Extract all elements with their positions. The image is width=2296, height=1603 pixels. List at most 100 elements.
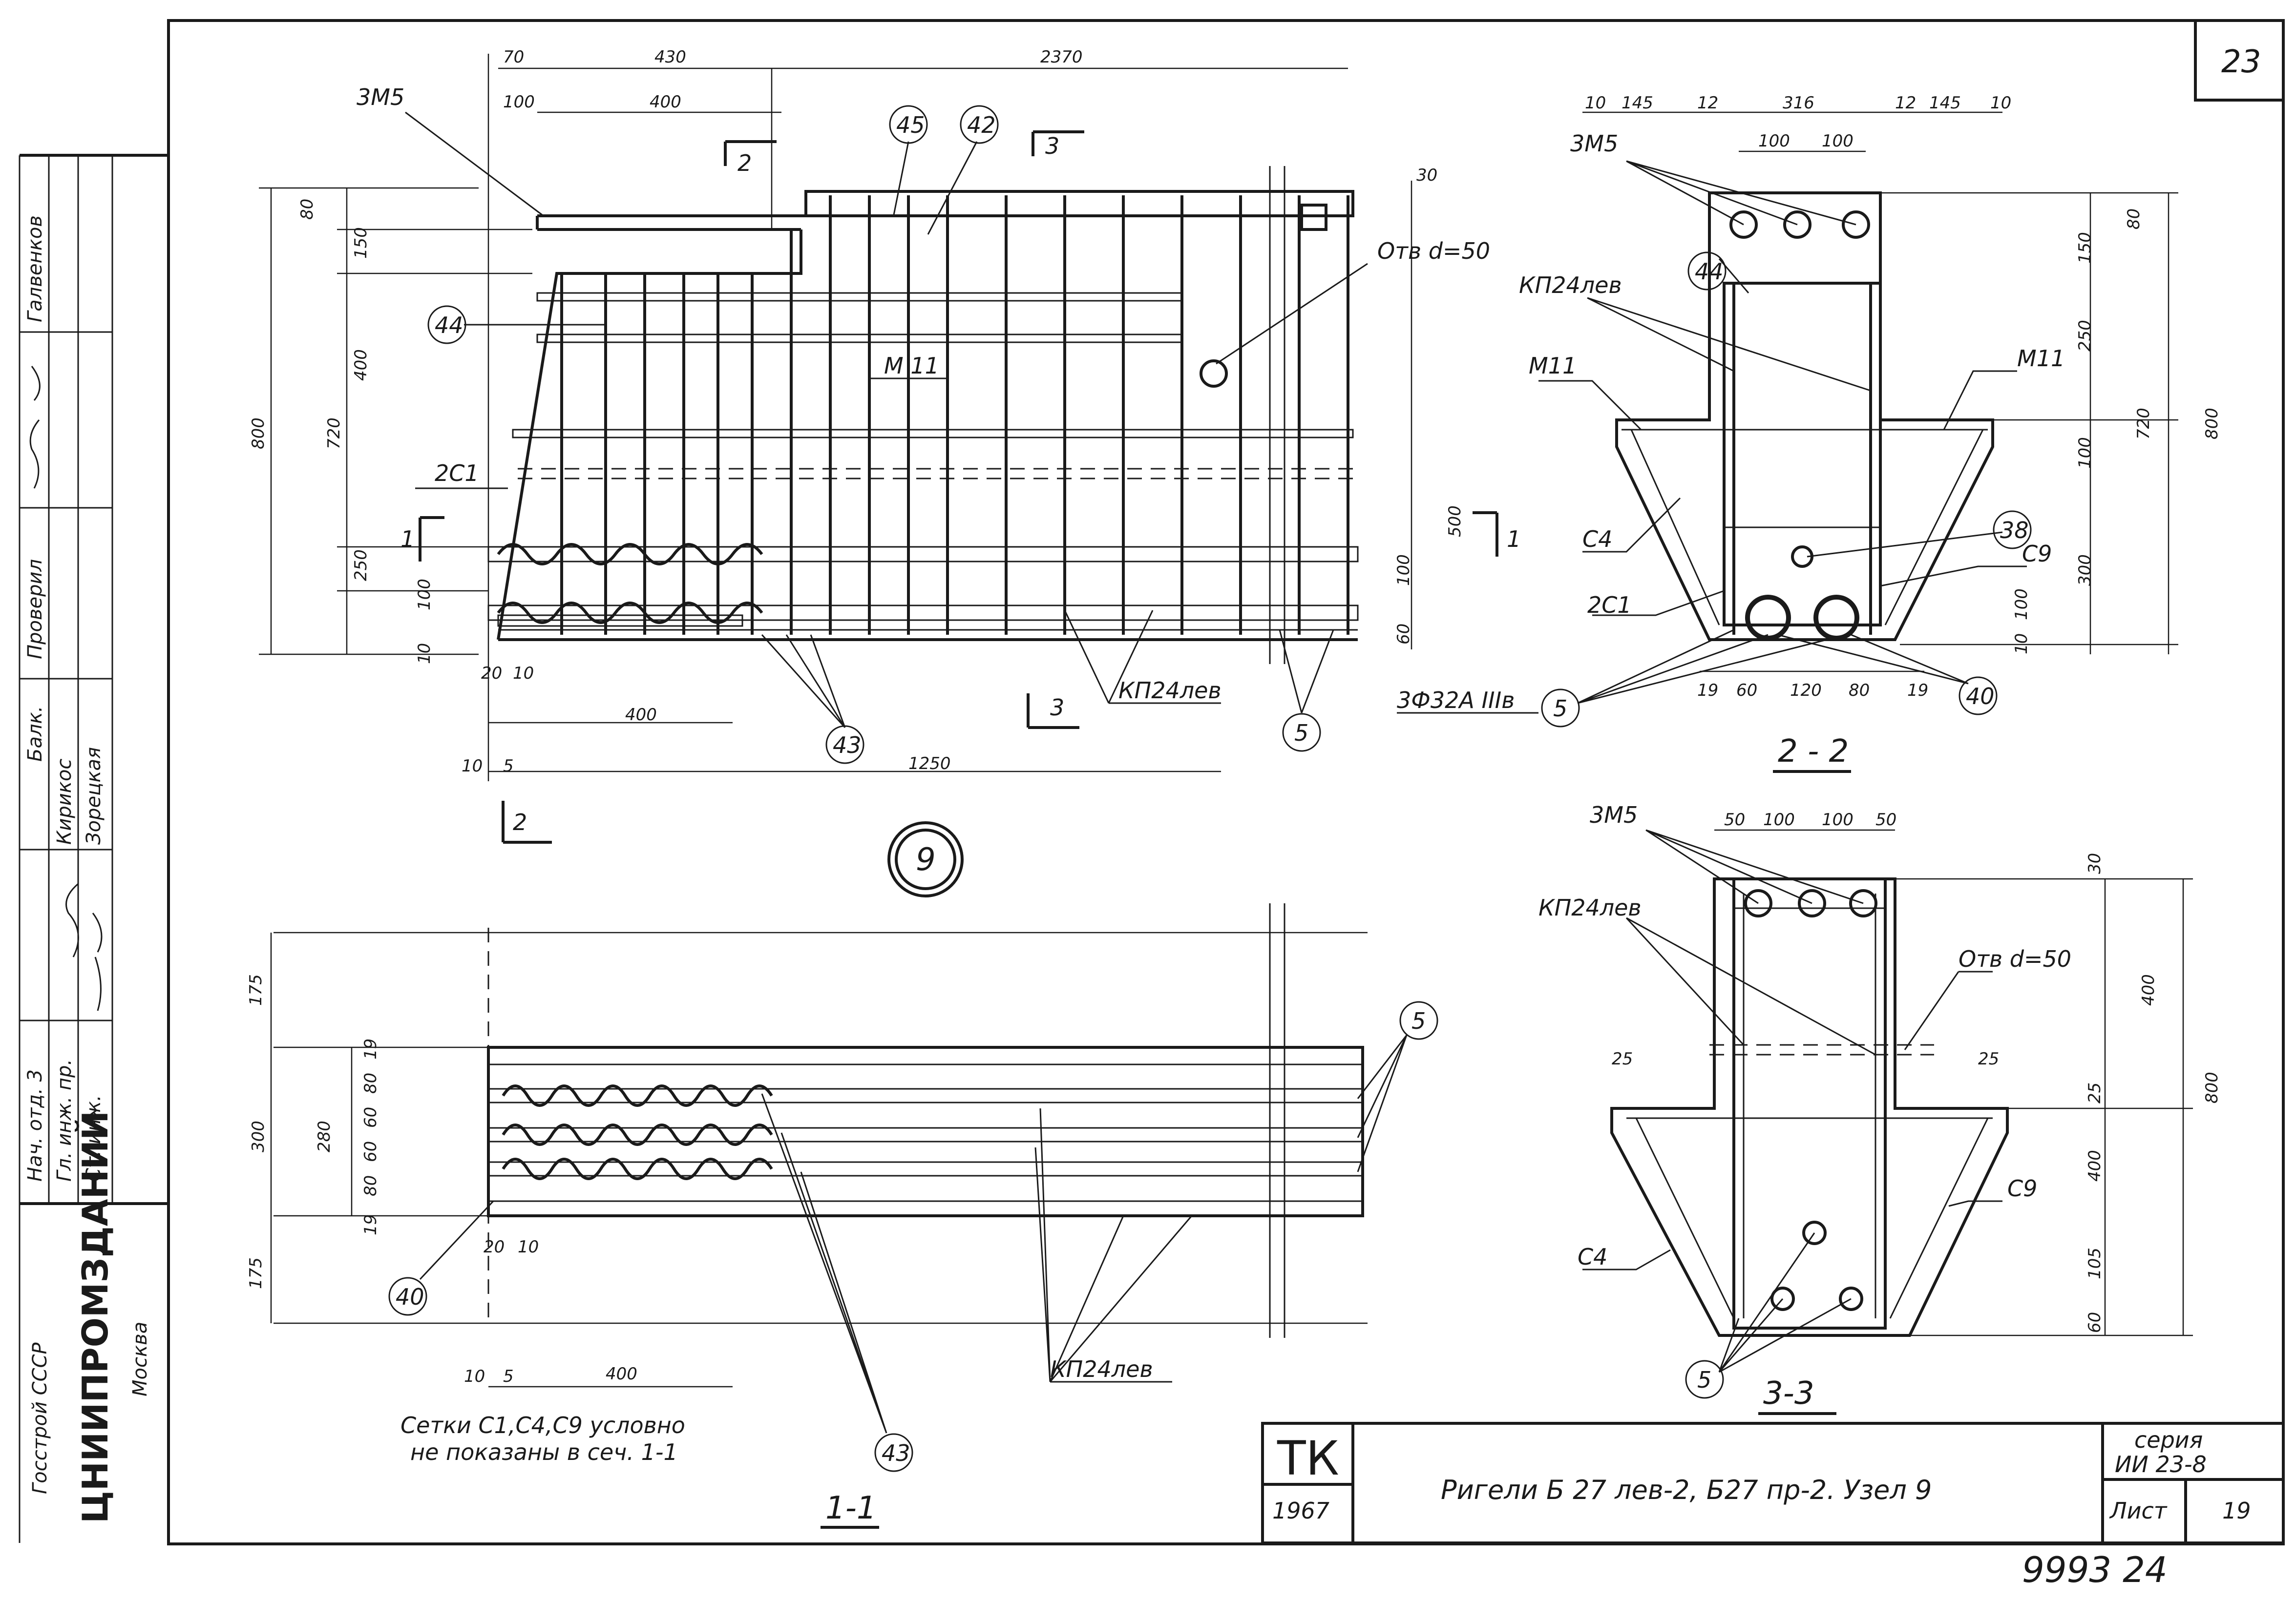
d22-250: 250 [2075, 320, 2095, 352]
d33-30: 30 [2085, 853, 2105, 874]
c22-40-label: 40 [1966, 683, 1995, 709]
left-stamp: Балк. Проверил Нач. отд. 3 Гл. инж. пр. … [19, 154, 169, 1543]
callout-45-label: 45 [896, 112, 925, 138]
d33-50a: 50 [1724, 810, 1745, 830]
callout-45 [889, 105, 928, 144]
name-galvenkov: Галвенков [24, 215, 46, 322]
note-line1: Сетки С1,С4,С9 условно [400, 1412, 685, 1438]
sheet-label: Лист [2109, 1498, 2168, 1524]
d11-80a: 80 [361, 1073, 380, 1094]
d11-10a: 10 [518, 1237, 539, 1257]
c11-43-label: 43 [882, 1440, 910, 1466]
d22-720: 720 [2134, 408, 2153, 439]
d22-100b: 100 [1822, 131, 1854, 151]
name-zoretskaya: Зорецкая [83, 747, 105, 845]
role-senior-eng: Ст. инж. [83, 1095, 105, 1182]
d22-120: 120 [1790, 681, 1822, 700]
c33-5-label: 5 [1697, 1367, 1711, 1393]
c11-5-label: 5 [1411, 1008, 1426, 1034]
spiral-lower [497, 602, 763, 624]
dim-10-b2: 10 [462, 756, 483, 776]
vertical-stirrups [560, 195, 1349, 635]
dim-10-left: 10 [415, 643, 434, 664]
c22-5-label: 5 [1553, 695, 1567, 722]
bar-32-a [1745, 595, 1791, 641]
archive-number: 9993 24 [2022, 1549, 2168, 1590]
dim-250: 250 [351, 549, 371, 581]
series-value: ИИ 23-8 [2115, 1451, 2207, 1478]
section-2-2: 10 145 12 316 12 145 10 100 100 80 150 2… [1397, 93, 2222, 728]
signature [29, 366, 41, 489]
title-1-1: 1-1 [825, 1490, 877, 1526]
d22-145b: 145 [1929, 93, 1961, 113]
dim-1250: 1250 [908, 754, 951, 773]
dim-400-bot: 400 [625, 705, 657, 725]
l33-c9: С9 [2007, 1175, 2037, 1202]
l11-kp24: КП24лев [1050, 1356, 1153, 1382]
d22-100a: 100 [1758, 131, 1790, 151]
label-2c1: 2С1 [435, 460, 479, 486]
d11-60a: 60 [361, 1107, 380, 1128]
l22-c4: С4 [1582, 526, 1612, 552]
title-2-2: 2 - 2 [1778, 733, 1849, 770]
d22-19b: 19 [1907, 681, 1928, 700]
cut-2-top-label: 2 [737, 150, 752, 176]
label-3m5: 3М5 [357, 84, 404, 110]
view-9-outer [887, 821, 964, 897]
d22-150: 150 [2075, 232, 2095, 264]
d22-300: 300 [2075, 554, 2095, 586]
section-3-3: 50 100 100 50 30 400 25 400 105 60 800 2… [1538, 802, 2222, 1399]
c11-40 [388, 1277, 427, 1316]
d33-25-right: 25 [1978, 1049, 1999, 1069]
dim-70: 70 [503, 47, 524, 67]
cut-3-top [1032, 130, 1084, 156]
d22-60: 60 [1736, 681, 1757, 700]
embedded-plate [497, 614, 743, 627]
dim-500: 500 [1445, 505, 1465, 537]
d22-100: 100 [2075, 437, 2095, 469]
d33-25: 25 [2085, 1083, 2105, 1103]
l22-kp24: КП24лев [1519, 272, 1622, 298]
signature [94, 957, 102, 1011]
d22-12b: 12 [1895, 93, 1916, 113]
spiral-upper [497, 543, 763, 565]
d11-300: 300 [249, 1121, 268, 1152]
callout-43-label: 43 [833, 732, 862, 758]
tk-year: 1967 [1272, 1498, 1329, 1524]
d22-145a: 145 [1622, 93, 1653, 113]
callout-43 [825, 725, 864, 764]
d33-105: 105 [2085, 1248, 2105, 1279]
dim-100: 100 [503, 92, 535, 112]
cut-1-left-label: 1 [400, 526, 415, 552]
role-chief-eng: Гл. инж. пр. [53, 1059, 76, 1182]
dim-20: 20 [481, 664, 502, 683]
d11-20: 20 [484, 1237, 505, 1257]
hole-d50 [1200, 359, 1228, 388]
l33-3m5: 3М5 [1590, 802, 1638, 828]
d33-60: 60 [2085, 1312, 2105, 1333]
d11-175a: 175 [246, 974, 266, 1006]
d22-80: 80 [2124, 208, 2144, 229]
cut-3-bot [1027, 693, 1079, 729]
title-3-3: 3-3 [1763, 1375, 1814, 1412]
cut-3-top-label: 3 [1045, 133, 1059, 159]
page-number-box [2194, 21, 2283, 102]
d33-800: 800 [2202, 1072, 2222, 1103]
c11-43 [874, 1433, 913, 1472]
name-kirikos: Кирикос [53, 759, 76, 845]
l22-m11-left: М11 [1529, 353, 1577, 379]
d11-19a: 19 [361, 1039, 380, 1060]
c11-40-label: 40 [396, 1284, 424, 1310]
c11-5 [1399, 1001, 1438, 1040]
c22-5 [1541, 688, 1580, 728]
section22-dims [1582, 111, 2178, 672]
note-line2: не показаны в сеч. 1-1 [410, 1439, 678, 1465]
cut-2-top [724, 140, 777, 166]
label-kp24: КП24лев [1118, 677, 1222, 704]
section-1-1: 175 300 280 175 19 80 60 60 80 19 20 10 … [246, 903, 1438, 1472]
dim-10-bot: 10 [513, 664, 534, 683]
cut-1-left [419, 516, 444, 562]
dim-80: 80 [297, 199, 317, 220]
d22-316: 316 [1783, 93, 1814, 113]
